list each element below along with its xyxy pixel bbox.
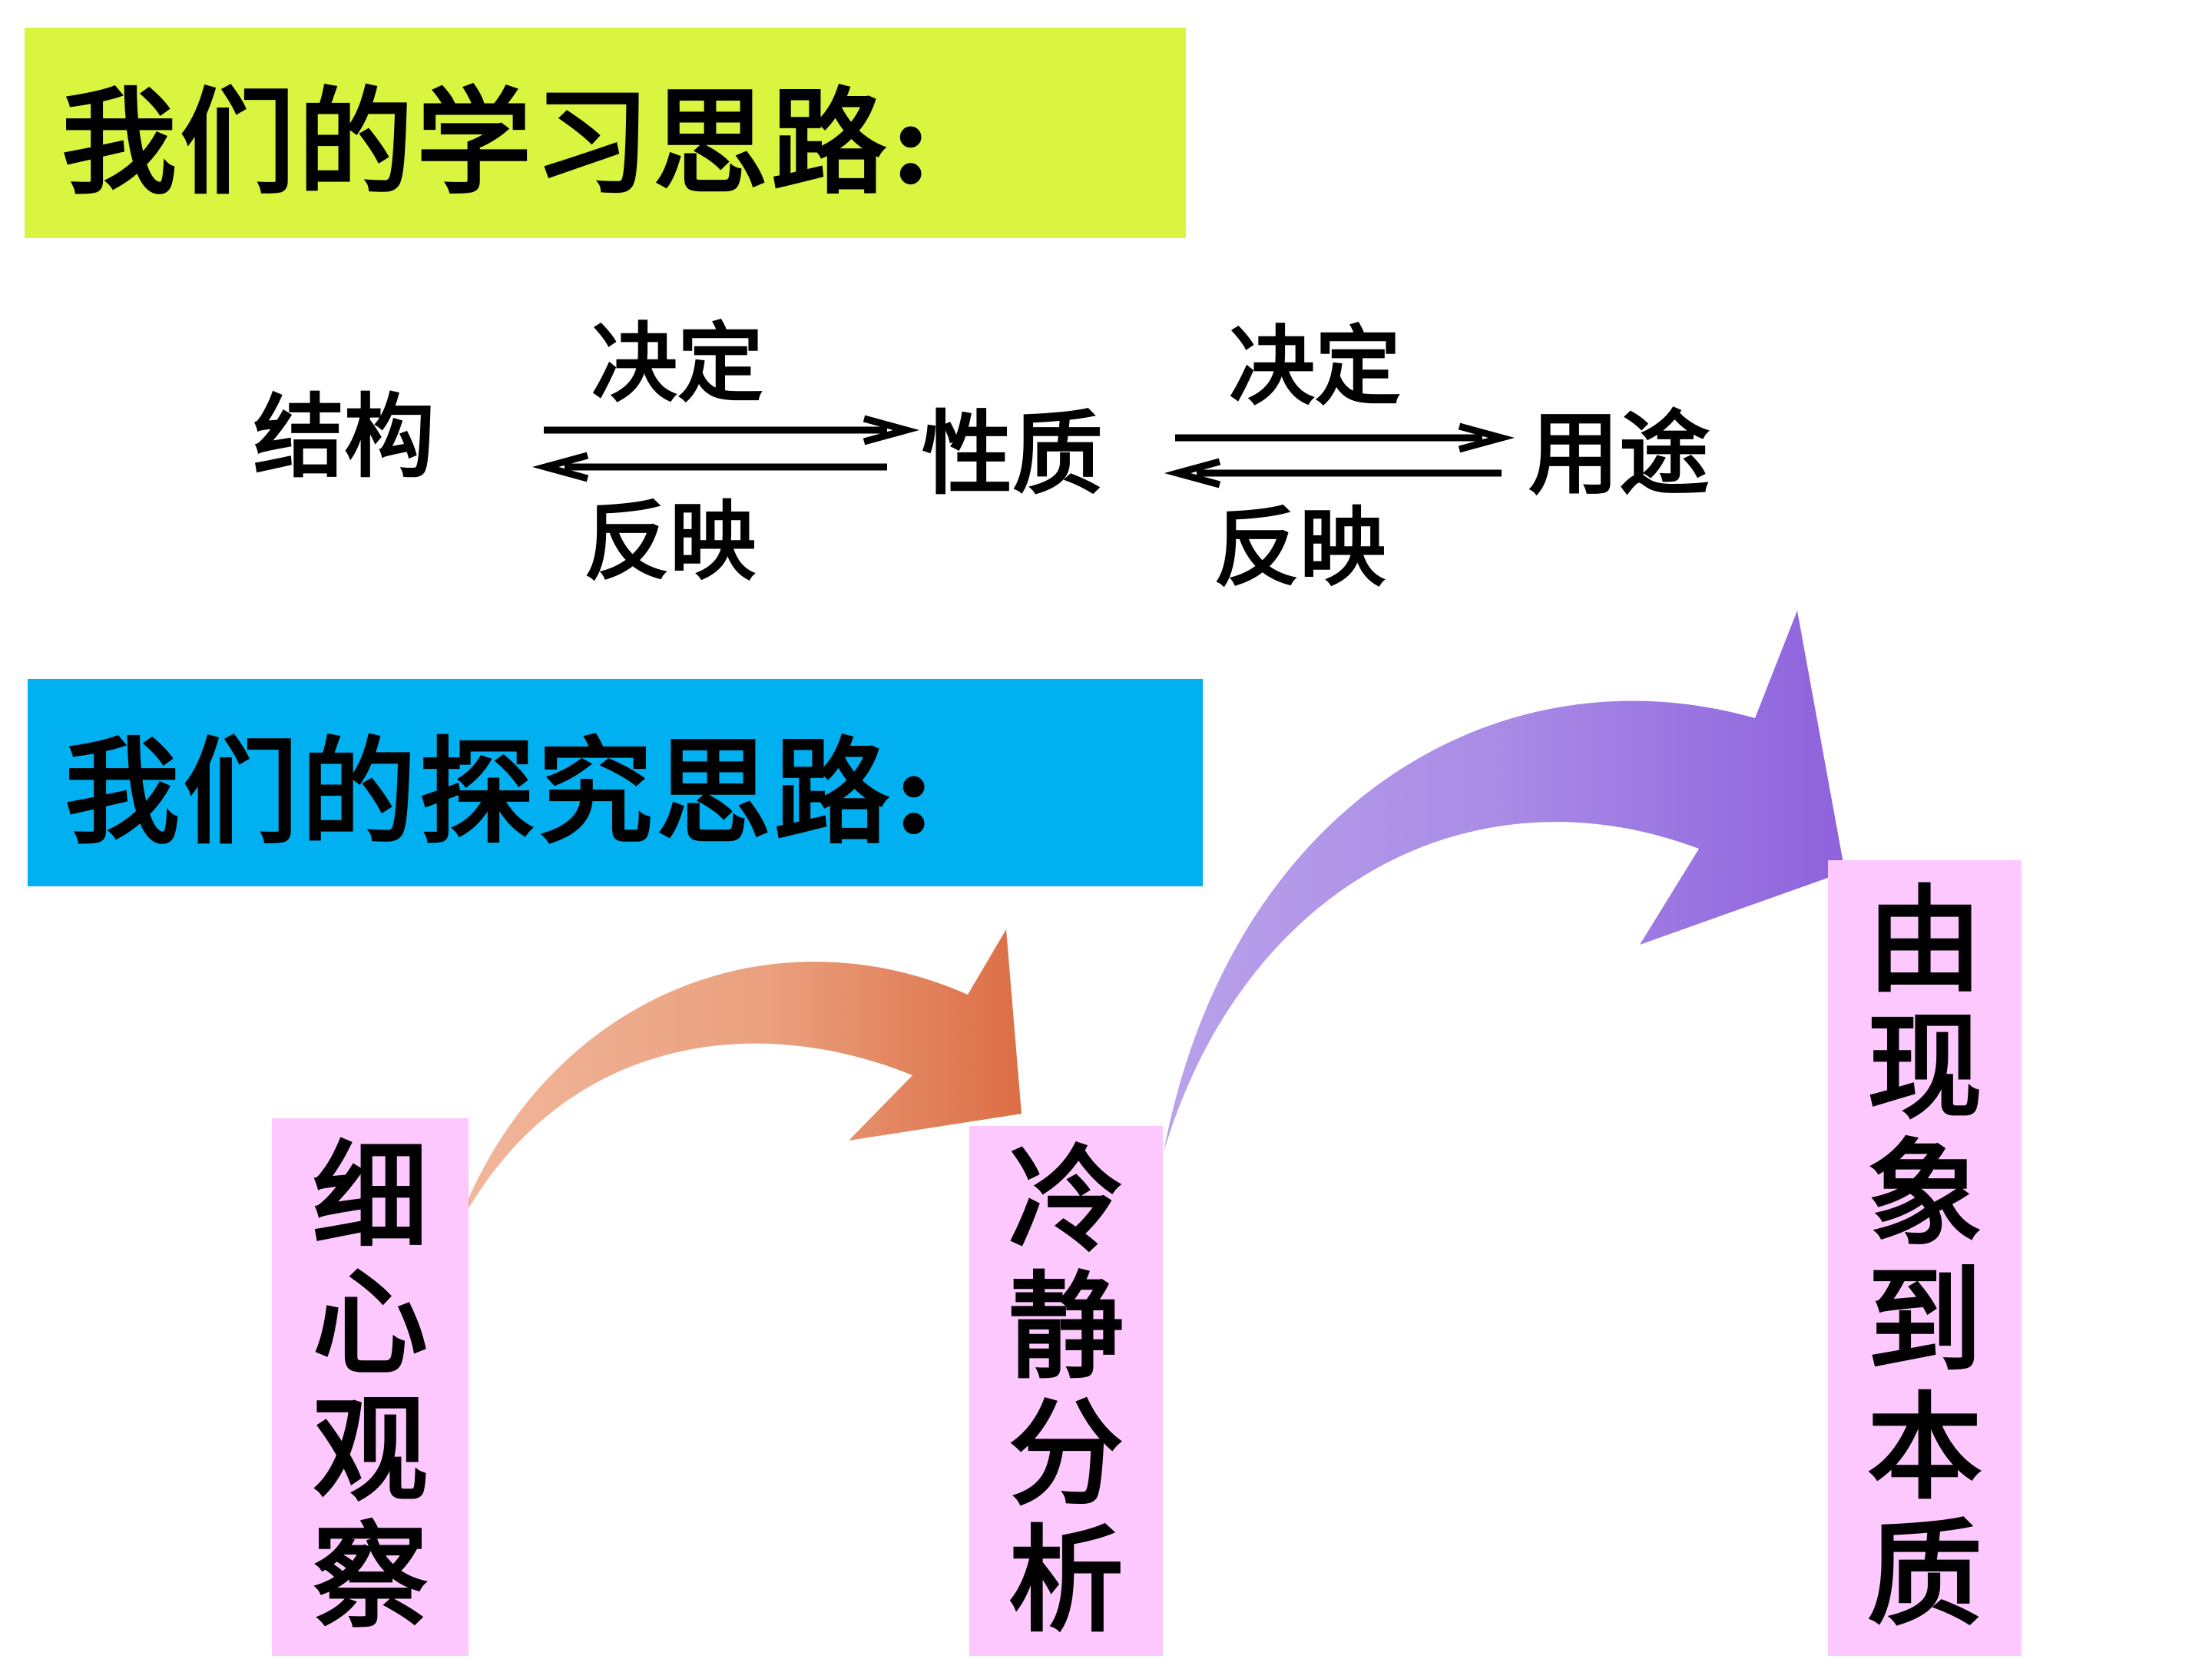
step-essence-char-5: 本 <box>1866 1380 1982 1515</box>
step-box-observe: 细 心 观 察 <box>272 1118 469 1656</box>
exploring-title-banner: 我们的探究思路: <box>28 679 1203 886</box>
learning-title: 我们的学习思路: <box>61 75 935 210</box>
step-analyze-char-1: 冷 <box>1008 1133 1124 1268</box>
relation-2-forward-label: 决定 <box>1229 316 1401 417</box>
equilibrium-arrow-1 <box>531 415 920 482</box>
step-analyze-char-4: 析 <box>1008 1513 1124 1648</box>
step-essence-char-6: 质 <box>1866 1507 1982 1642</box>
step-essence-char-4: 到 <box>1866 1253 1982 1389</box>
step-essence-char-3: 象 <box>1866 1127 1982 1262</box>
step-analyze-char-3: 分 <box>1008 1386 1124 1522</box>
relation-2-backward-label: 反映 <box>1214 498 1386 598</box>
relation-1-backward-label: 反映 <box>584 492 756 592</box>
node-structure: 结构 <box>253 383 435 490</box>
step-analyze-char-2: 静 <box>1008 1260 1124 1395</box>
exploring-title: 我们的探究思路: <box>65 724 939 860</box>
step-box-analyze: 冷 静 分 析 <box>969 1126 1163 1656</box>
step-box-essence: 由 现 象 到 本 质 <box>1828 860 2022 1656</box>
equilibrium-arrow-2 <box>1164 422 1515 488</box>
node-usage: 用途 <box>1528 400 1710 507</box>
step-essence-char-1: 由 <box>1866 873 1982 1008</box>
step-essence-char-2: 现 <box>1866 1000 1982 1135</box>
node-property: 性质 <box>922 400 1104 507</box>
step-observe-char-3: 观 <box>312 1382 428 1518</box>
purple-curved-arrow <box>1164 611 1845 1152</box>
step-observe-char-1: 细 <box>312 1129 428 1264</box>
step-observe-char-4: 察 <box>312 1509 428 1644</box>
learning-title-banner: 我们的学习思路: <box>25 28 1186 238</box>
step-observe-char-2: 心 <box>312 1256 428 1391</box>
relation-1-forward-label: 决定 <box>591 313 763 414</box>
orange-curved-arrow <box>453 929 1022 1237</box>
